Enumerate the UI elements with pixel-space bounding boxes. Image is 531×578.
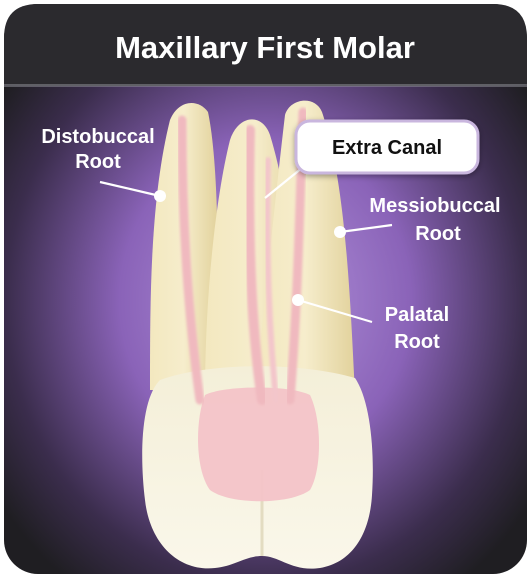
pulp-chamber xyxy=(198,388,319,502)
palatal-label-line2: Root xyxy=(394,331,440,353)
distobuccal-label-line1: Distobuccal xyxy=(41,126,154,148)
messiobuccal-label-line2: Root xyxy=(415,223,461,245)
palatal-label-line1: Palatal xyxy=(385,304,449,326)
messiobuccal-label-line1: Messiobuccal xyxy=(369,195,500,217)
diagram-title: Maxillary First Molar xyxy=(115,30,415,65)
distobuccal-dot xyxy=(154,190,166,202)
messiobuccal-dot xyxy=(334,226,346,238)
extra-canal-callout-text: Extra Canal xyxy=(332,137,442,159)
title-bar-underline xyxy=(4,84,527,87)
distobuccal-label-line2: Root xyxy=(75,151,121,173)
palatal-dot xyxy=(292,294,304,306)
